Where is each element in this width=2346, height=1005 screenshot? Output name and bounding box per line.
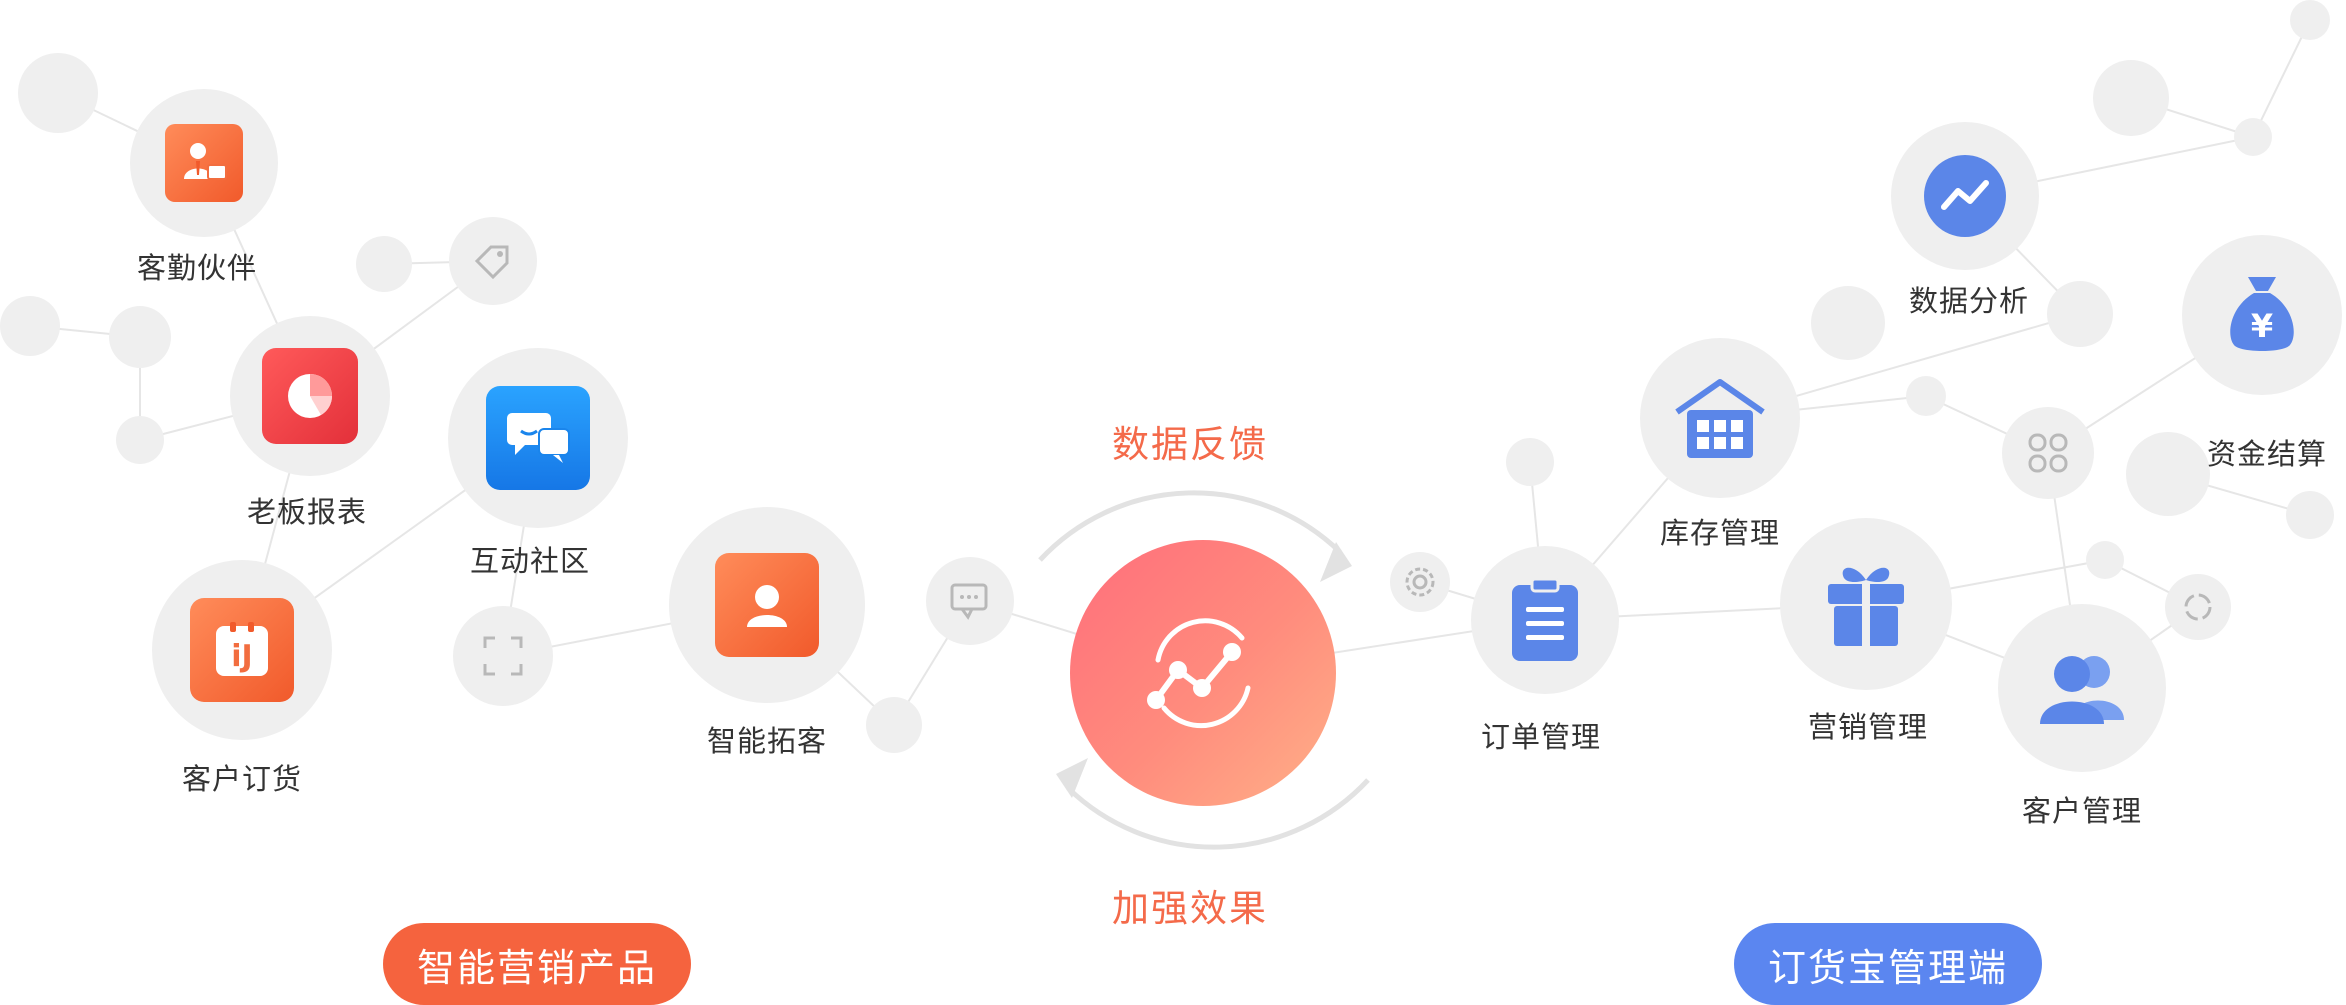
gift-icon <box>1828 567 1904 646</box>
node-community[interactable] <box>448 348 628 528</box>
smart-marketing-button[interactable]: 智能营销产品 <box>383 923 691 1005</box>
label-community: 互动社区 <box>469 544 591 578</box>
node-apps[interactable] <box>2002 407 2094 499</box>
customers-icon <box>2040 656 2124 724</box>
money-bag-icon: ¥ <box>2230 277 2294 351</box>
order-tag-icon: iJ <box>190 598 294 702</box>
node-customer-order[interactable]: iJ <box>152 560 332 740</box>
node-order-management[interactable] <box>1471 546 1619 694</box>
salesperson-icon <box>165 124 243 202</box>
node-tag[interactable] <box>449 217 537 305</box>
chat-bubbles-icon <box>486 386 590 490</box>
enhance-label: 加强效果 <box>1112 887 1268 930</box>
node-salesperson[interactable] <box>130 89 278 237</box>
analytics-icon <box>1924 155 2006 237</box>
order-admin-button[interactable]: 订货宝管理端 <box>1734 923 2042 1005</box>
pie-chart-icon <box>262 348 358 444</box>
clipboard-icon <box>1512 577 1578 661</box>
node-boss-report[interactable] <box>230 316 390 476</box>
label-customer-management: 客户管理 <box>2021 794 2143 828</box>
node-refresh[interactable] <box>2165 574 2231 640</box>
warehouse-icon <box>1675 379 1765 458</box>
gear-icon <box>1405 567 1435 597</box>
node-customer-management[interactable] <box>1998 604 2166 772</box>
price-tag-icon <box>474 245 509 280</box>
node-fund-settlement[interactable]: ¥ <box>2182 235 2342 395</box>
center-hub <box>1070 540 1336 806</box>
feedback-label: 数据反馈 <box>1112 423 1268 466</box>
node-marketing[interactable] <box>1780 518 1952 690</box>
refresh-icon <box>2184 593 2212 621</box>
apps-grid-icon <box>2028 433 2068 473</box>
label-customer-order: 客户订货 <box>181 762 303 796</box>
node-inventory[interactable] <box>1640 338 1800 498</box>
label-boss-report: 老板报表 <box>246 495 368 529</box>
node-smart-prospecting[interactable] <box>669 507 865 703</box>
node-scan[interactable] <box>453 606 553 706</box>
svg-text:¥: ¥ <box>2251 307 2273 345</box>
label-order-management: 订单管理 <box>1480 720 1602 754</box>
flow-arrows <box>1038 490 1370 850</box>
user-card-icon <box>715 553 819 657</box>
node-message[interactable] <box>926 557 1014 645</box>
svg-text:iJ: iJ <box>231 639 252 674</box>
label-inventory: 库存管理 <box>1659 516 1781 550</box>
label-analytics: 数据分析 <box>1908 284 2030 318</box>
label-marketing: 营销管理 <box>1807 710 1929 744</box>
node-analytics[interactable] <box>1891 122 2039 270</box>
message-icon <box>950 583 988 620</box>
trend-cycle-icon <box>1147 618 1251 729</box>
label-smart-prospecting: 智能拓客 <box>706 724 828 758</box>
node-settings[interactable] <box>1390 552 1450 612</box>
label-fund-settlement: 资金结算 <box>2206 437 2328 471</box>
label-salesperson: 客勤伙伴 <box>136 251 258 285</box>
scan-icon <box>483 636 523 676</box>
